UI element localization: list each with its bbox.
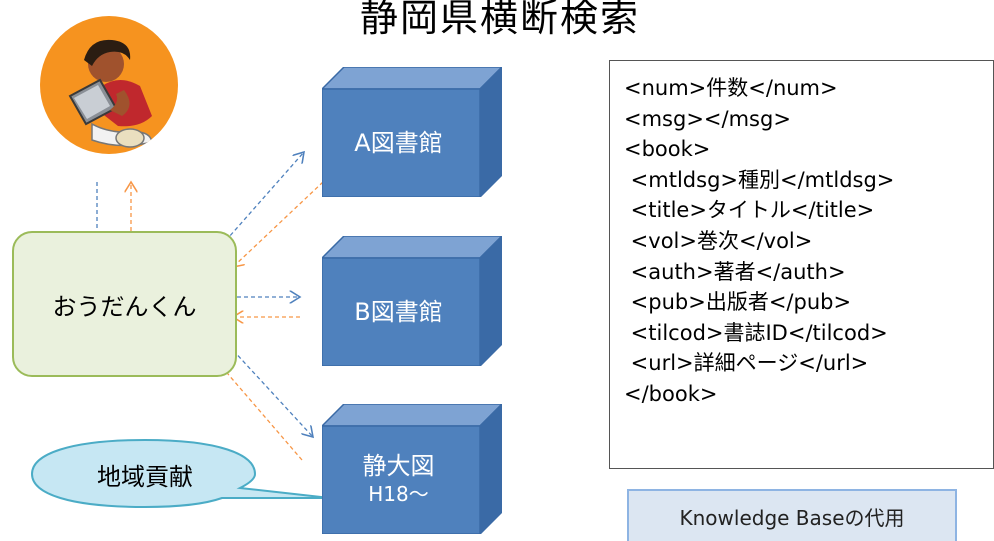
library-a-label: A図書館	[354, 129, 443, 157]
library-b: B図書館	[322, 236, 502, 366]
library-a: A図書館	[322, 67, 502, 197]
library-shizudai-year: H18〜	[368, 482, 429, 506]
arrow-c-to-center	[209, 352, 303, 461]
xml-line: <msg></msg>	[624, 106, 791, 131]
bubble-label: 地域貢献	[97, 462, 193, 491]
library-shizudai: 静大図 H18〜	[322, 404, 502, 534]
xml-line: <tilcod>書誌ID</tilcod>	[624, 320, 888, 345]
xml-line: <auth>著者</auth>	[624, 259, 846, 284]
oudankun-node: おうだんくん	[12, 231, 237, 377]
xml-line: <book>	[624, 137, 711, 162]
library-b-label: B図書館	[354, 298, 443, 326]
xml-line: <url>詳細ページ</url>	[624, 351, 869, 376]
xml-line: <mtldsg>種別</mtldsg>	[624, 167, 895, 192]
knowledge-base-label: Knowledge Baseの代用	[627, 489, 957, 541]
xml-line: </book>	[624, 381, 718, 406]
page-title: 静岡県横断検索	[359, 0, 640, 40]
xml-schema-box: <num>件数</num> <msg></msg> <book> <mtldsg…	[609, 60, 994, 469]
user-avatar	[40, 16, 178, 154]
user-with-laptop-icon	[68, 39, 153, 148]
xml-line: <title>タイトル</title>	[624, 198, 875, 223]
library-shizudai-name: 静大図	[362, 452, 435, 480]
library-shizudai-label: 静大図 H18〜	[322, 426, 475, 534]
arrow-a-to-center	[233, 181, 324, 267]
xml-line: <num>件数</num>	[624, 76, 838, 100]
speech-bubble	[30, 438, 331, 509]
xml-line: <vol>巻次</vol>	[624, 228, 813, 253]
oudankun-label: おうだんくん	[52, 292, 197, 321]
arrow-center-to-a	[220, 152, 304, 247]
xml-line: <pub>出版者</pub>	[624, 290, 852, 315]
